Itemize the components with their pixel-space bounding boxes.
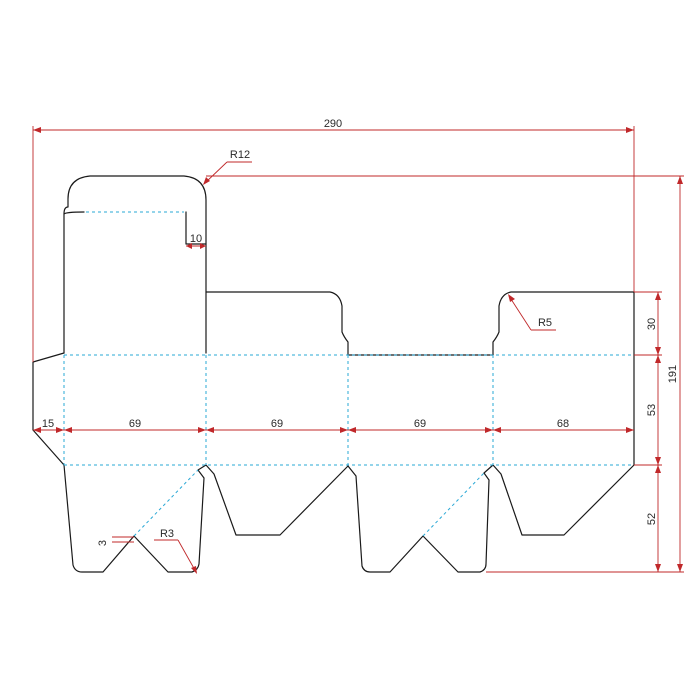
arrow-icon xyxy=(655,465,661,473)
label-slot-gap: 3 xyxy=(97,540,109,546)
arrow-icon xyxy=(191,566,197,574)
label-body-height: 53 xyxy=(646,404,658,416)
arrow-icon xyxy=(485,427,493,433)
bottom-flap-2 xyxy=(205,464,349,536)
arrow-icon xyxy=(33,127,41,133)
arrow-icon xyxy=(655,564,661,572)
tuck-slot-right xyxy=(185,211,207,245)
label-panel-2-width: 69 xyxy=(271,418,283,430)
arrow-icon xyxy=(200,243,206,249)
label-r5: R5 xyxy=(538,317,552,329)
arrow-icon xyxy=(64,427,72,433)
label-overall-width: 290 xyxy=(324,118,342,130)
label-r12: R12 xyxy=(230,149,250,161)
arrow-icon xyxy=(56,427,64,433)
fold-lines xyxy=(63,211,634,537)
arrow-icon xyxy=(33,427,41,433)
arrow-icon xyxy=(677,176,683,184)
glue-flap-outline xyxy=(32,352,65,466)
tuck-flap-outline xyxy=(63,175,207,354)
fold-bottom-diagonal-1 xyxy=(133,469,199,537)
label-panel-1-width: 69 xyxy=(129,418,141,430)
arrow-icon xyxy=(348,427,356,433)
cut-lines xyxy=(32,175,635,573)
arrow-icon xyxy=(206,427,214,433)
top-dust-flap-left xyxy=(205,291,349,356)
arrow-icon xyxy=(655,347,661,355)
label-panel-4-width: 68 xyxy=(557,418,569,430)
label-tuck-lock-width: 10 xyxy=(190,233,202,245)
arrow-icon xyxy=(340,427,348,433)
arrow-icon xyxy=(203,177,210,185)
leader-r3 xyxy=(177,539,197,573)
arrow-icon xyxy=(655,292,661,300)
bottom-flap-4 xyxy=(492,464,635,536)
bottom-flap-3 xyxy=(347,464,494,573)
label-bottom-flap-height: 52 xyxy=(646,513,658,525)
arrow-icon xyxy=(626,127,634,133)
leader-r5 xyxy=(508,295,532,331)
arrow-icon xyxy=(198,427,206,433)
tuck-slot-left xyxy=(63,211,85,215)
label-r3: R3 xyxy=(160,528,174,540)
arrow-icon xyxy=(626,427,634,433)
label-overall-height: 191 xyxy=(667,365,679,383)
arrow-icon xyxy=(677,564,683,572)
bottom-flap-1 xyxy=(63,464,207,573)
top-dust-flap-right xyxy=(492,291,635,356)
label-glue-flap-width: 15 xyxy=(42,418,54,430)
arrow-icon xyxy=(655,457,661,465)
arrow-icon xyxy=(655,355,661,363)
fold-bottom-diagonal-3 xyxy=(422,472,485,537)
label-top-flap-height: 30 xyxy=(646,318,658,330)
dimension-labels: 290 191 30 53 52 15 69 69 69 68 10 3 R12… xyxy=(42,118,679,546)
label-panel-3-width: 69 xyxy=(414,418,426,430)
dimension-lines xyxy=(32,126,684,574)
arrow-icon xyxy=(493,427,501,433)
leader-r12 xyxy=(204,161,228,184)
arrow-icon xyxy=(508,294,515,302)
arrow-icon xyxy=(186,243,192,249)
